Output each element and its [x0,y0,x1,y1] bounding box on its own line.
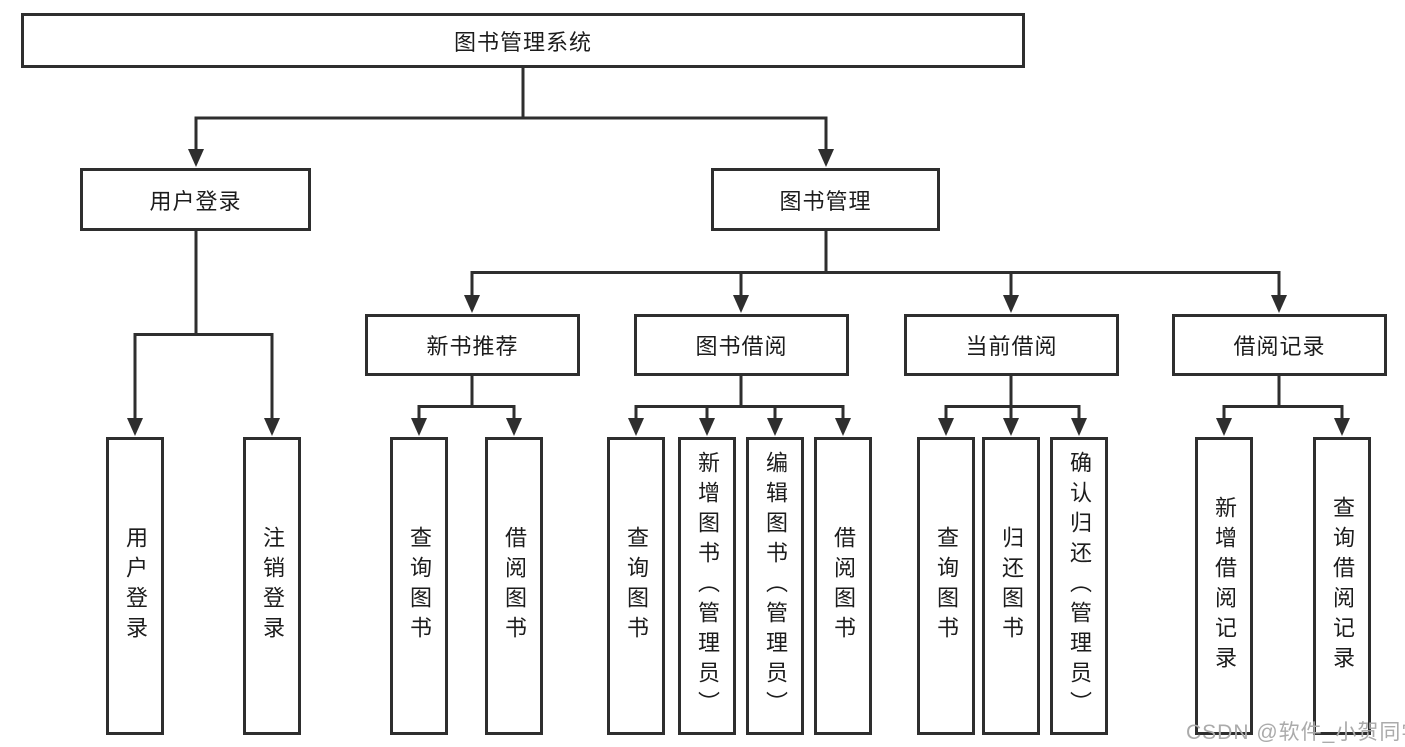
node-edit-book-admin: 编辑图书（管理员） [746,437,804,735]
node-label: 新增图书（管理员） [695,451,720,721]
node-query-books-current: 查询图书 [917,437,975,735]
node-label: 查询借阅记录 [1330,496,1355,676]
node-book-borrowing: 图书借阅 [634,314,849,376]
node-label: 用户登录 [149,188,242,214]
node-label: 借阅记录 [1233,334,1326,359]
node-label: 用户登录 [123,526,148,646]
node-current-borrowing: 当前借阅 [904,314,1119,376]
node-label: 图书管理系统 [453,29,592,55]
node-add-book-admin: 新增图书（管理员） [678,437,736,735]
node-label: 查询图书 [407,526,432,646]
node-label: 图书借阅 [695,334,788,359]
arrowheads [127,149,1350,436]
node-return-books: 归还图书 [982,437,1040,735]
node-borrow-books-borrowing: 借阅图书 [814,437,872,735]
node-label: 新书推荐 [426,334,519,359]
node-label: 编辑图书（管理员） [763,451,788,721]
node-logout: 注销登录 [243,437,301,735]
node-user-login-leaf: 用户登录 [106,437,164,735]
node-label: 新增借阅记录 [1212,496,1237,676]
node-label: 查询图书 [624,526,649,646]
node-label: 查询图书 [934,526,959,646]
node-borrowing-records: 借阅记录 [1172,314,1387,376]
node-query-books-borrowing: 查询图书 [607,437,665,735]
node-add-borrow-record: 新增借阅记录 [1195,437,1253,735]
node-confirm-return-admin: 确认归还（管理员） [1050,437,1108,735]
csdn-watermark: CSDN @软件_小贺同学 [1186,721,1405,744]
node-borrow-books-recommend: 借阅图书 [485,437,543,735]
node-label: 借阅图书 [831,526,856,646]
node-query-books-recommend: 查询图书 [390,437,448,735]
node-book-management: 图书管理 [711,168,940,231]
node-label: 归还图书 [999,526,1024,646]
node-label: 借阅图书 [502,526,527,646]
node-label: 确认归还（管理员） [1067,451,1092,721]
node-label: 当前借阅 [965,334,1058,359]
node-library-management-system: 图书管理系统 [21,13,1025,68]
node-query-borrow-record: 查询借阅记录 [1313,437,1371,735]
node-label: 图书管理 [779,188,872,214]
node-new-book-recommend: 新书推荐 [365,314,580,376]
node-label: 注销登录 [260,526,285,646]
node-user-login: 用户登录 [80,168,311,231]
